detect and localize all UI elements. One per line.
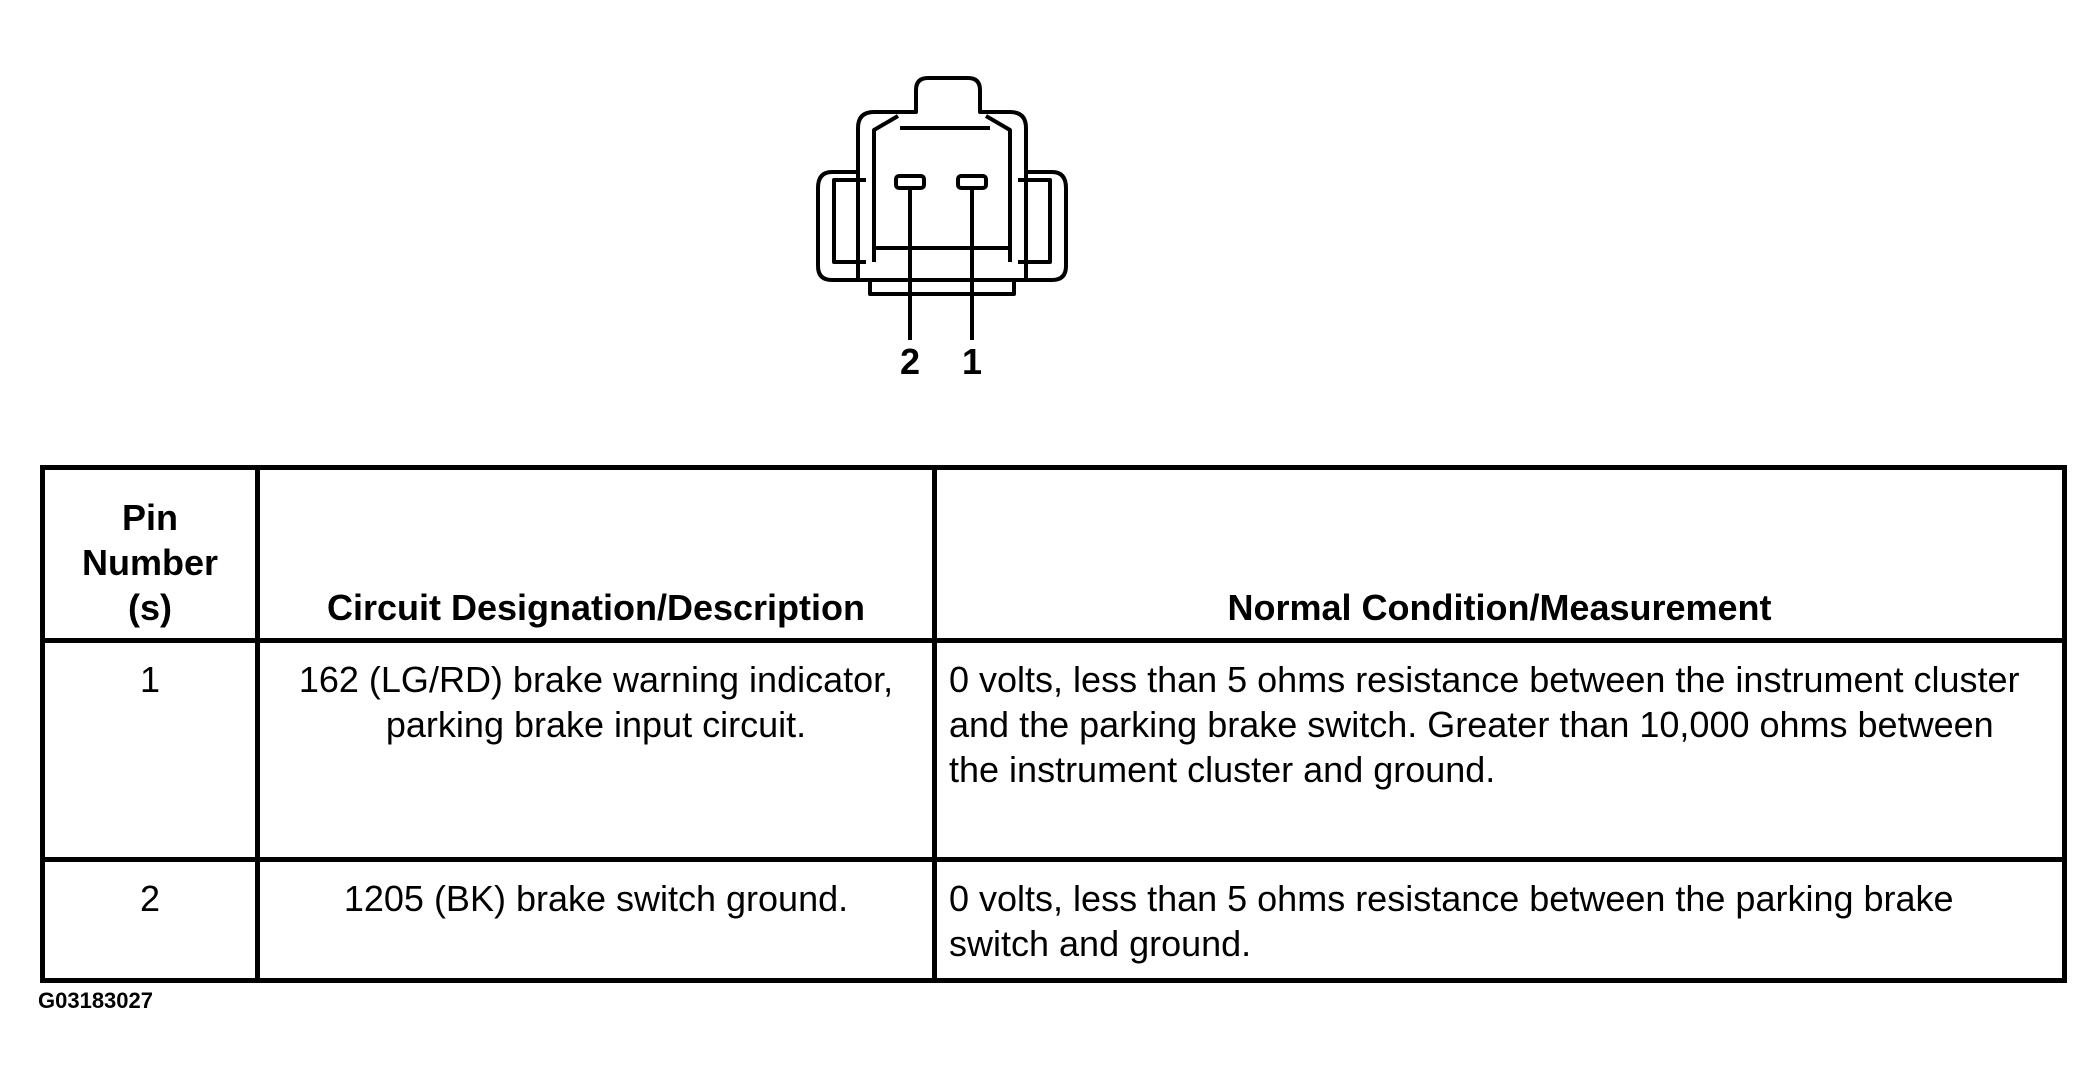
header-normal-condition: Normal Condition/Measurement [932,465,2067,643]
connector-bottom-tab [868,280,1016,296]
connector-inner-housing [872,114,1012,262]
pin-table: Pin Number (s) Circuit Designation/Descr… [40,465,2067,983]
connector-outer-body [816,170,1068,282]
measurement-cell: 0 volts, less than 5 ohms resistance bet… [932,638,2067,862]
connector-diagram: 2 1 [816,76,1068,382]
measurement-cell: 0 volts, less than 5 ohms resistance bet… [932,857,2067,983]
circuit-cell: 162 (LG/RD) brake warning indicator, par… [255,638,937,862]
table-header-row: Pin Number (s) Circuit Designation/Descr… [40,465,2067,643]
circuit-cell: 1205 (BK) brake switch ground. [255,857,937,983]
terminal-2 [894,174,926,190]
header-pin-number: Pin Number (s) [40,465,260,643]
header-circuit-description: Circuit Designation/Description [255,465,937,643]
pin-cell: 2 [40,857,260,983]
terminal-1 [956,174,988,190]
pin-label-1: 1 [962,341,982,382]
table-row: 2 1205 (BK) brake switch ground. 0 volts… [40,857,2067,983]
pin-label-2: 2 [900,341,920,382]
connector-inner-wing-left [832,178,866,264]
connector-housing [856,76,1028,280]
figure-id: G03183027 [38,988,153,1013]
pin-cell: 1 [40,638,260,862]
table-row: 1 162 (LG/RD) brake warning indicator, p… [40,638,2067,862]
connector-inner-wing-right [1018,178,1052,264]
